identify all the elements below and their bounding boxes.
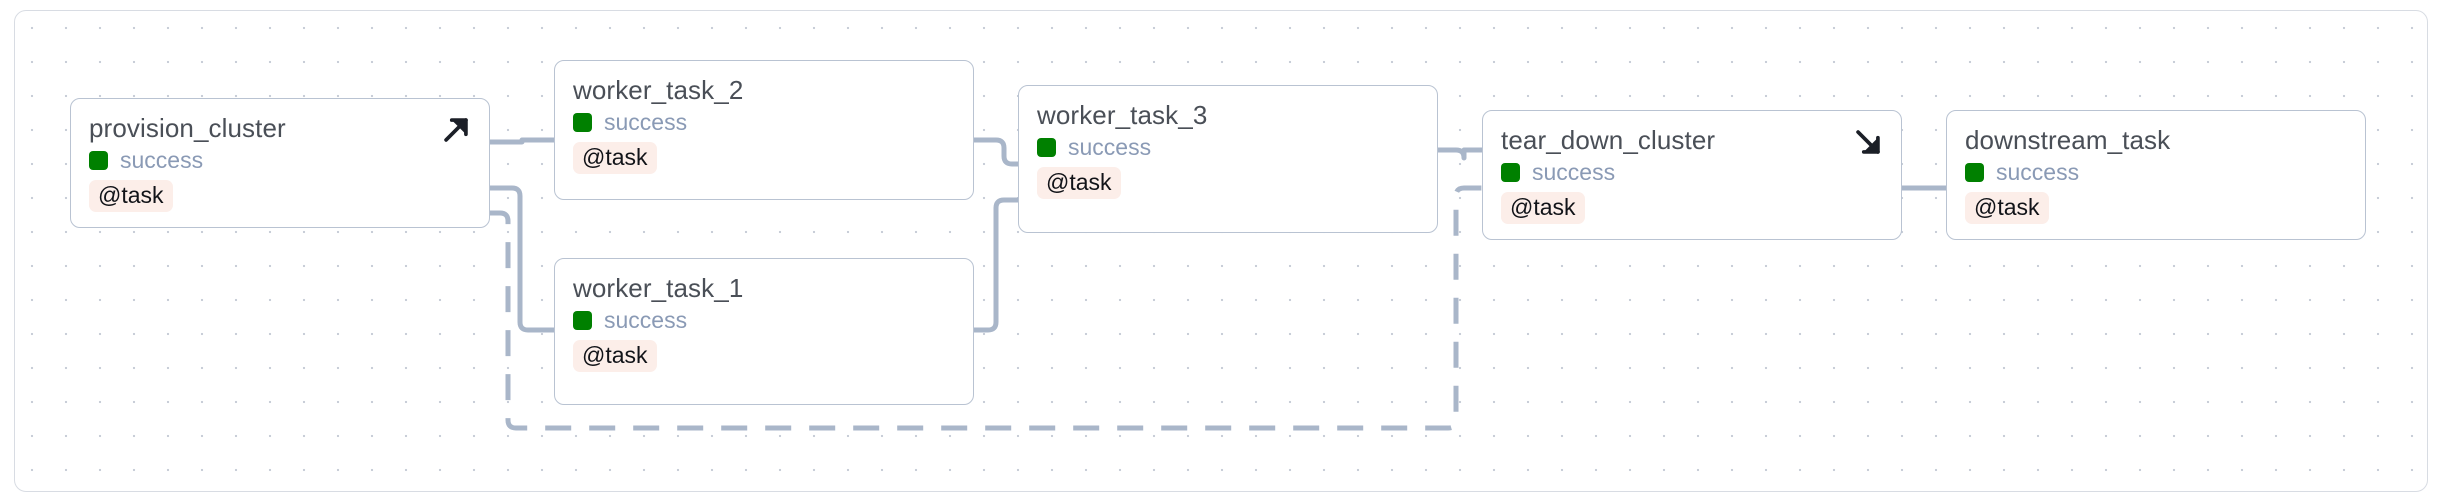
node-status-label: success [120,147,204,174]
node-task-badge: @task [1501,192,1585,225]
node-status-row: success [89,149,471,172]
square-success-icon [1037,138,1056,158]
node-task-badge: @task [1037,167,1121,200]
node-status-row: success [573,111,955,134]
node-task-badge: @task [573,142,657,175]
dag-node-tear-down-cluster[interactable]: tear_down_cluster success @task [1482,110,1902,240]
node-task-badge: @task [573,340,657,373]
dag-node-worker-task-2[interactable]: worker_task_2 success @task [554,60,974,200]
node-status-row: success [573,309,955,332]
dag-node-worker-task-1[interactable]: worker_task_1 success @task [554,258,974,405]
square-success-icon [1965,163,1984,183]
arrow-up-right-icon[interactable] [439,113,473,147]
dag-node-downstream-task[interactable]: downstream_task success @task [1946,110,2366,240]
node-title: downstream_task [1965,125,2171,155]
dag-node-worker-task-3[interactable]: worker_task_3 success @task [1018,85,1438,233]
node-title: worker_task_3 [1037,100,1208,130]
graph-panel-frame [14,10,2428,492]
node-status-row: success [1501,161,1883,184]
node-status-row: success [1037,136,1419,159]
node-status-label: success [1068,134,1152,161]
node-task-badge: @task [89,180,173,213]
square-success-icon [1501,163,1520,183]
node-title: worker_task_2 [573,75,744,105]
node-task-badge: @task [1965,192,2049,225]
node-status-label: success [604,307,688,334]
arrow-down-right-icon[interactable] [1851,125,1885,159]
node-status-label: success [604,109,688,136]
dag-node-provision-cluster[interactable]: provision_cluster success @task [70,98,490,228]
node-title: provision_cluster [89,113,286,143]
node-title: worker_task_1 [573,273,744,303]
node-title: tear_down_cluster [1501,125,1716,155]
square-success-icon [573,311,592,331]
square-success-icon [89,151,108,171]
node-status-row: success [1965,161,2347,184]
node-status-label: success [1996,159,2080,186]
node-status-label: success [1532,159,1616,186]
square-success-icon [573,113,592,133]
